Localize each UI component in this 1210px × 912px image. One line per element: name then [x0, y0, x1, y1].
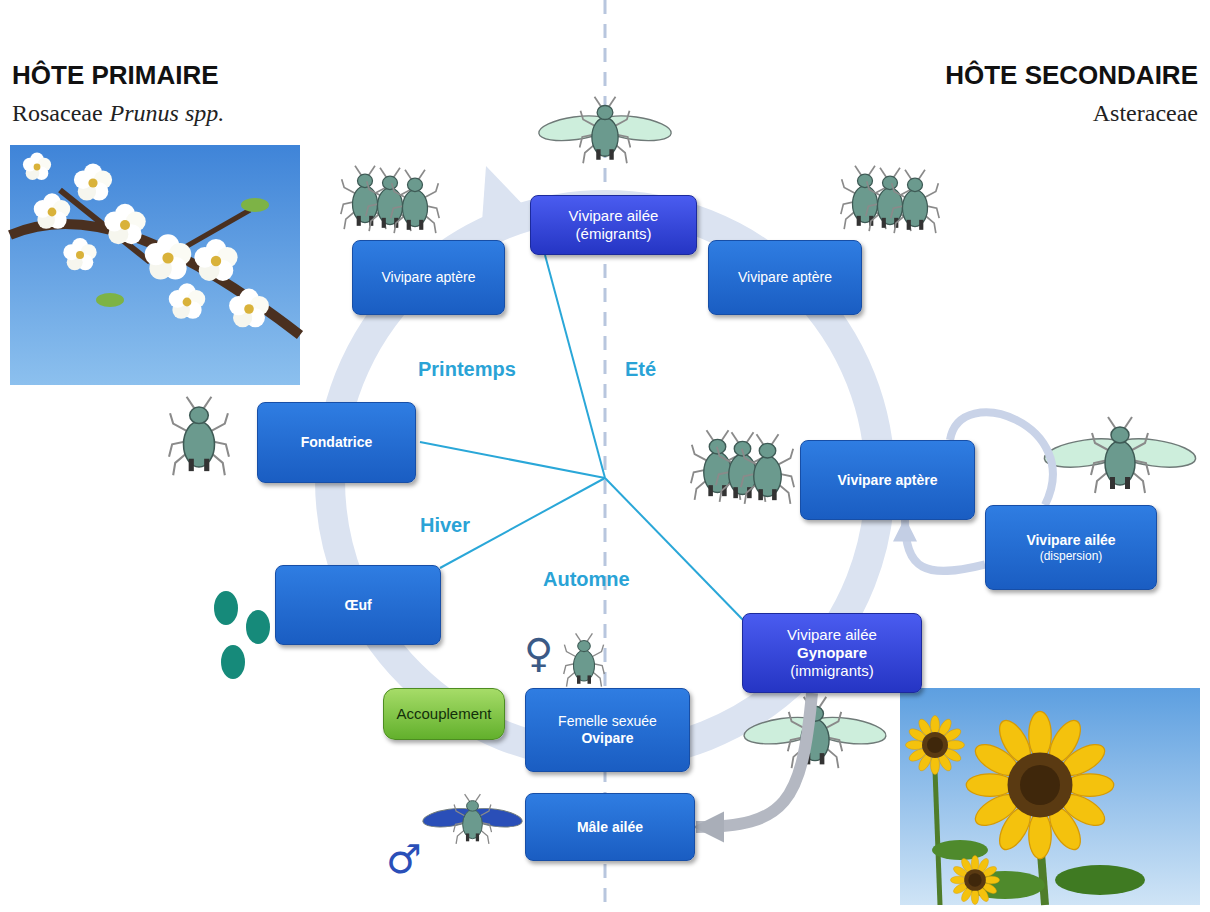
- stage-text: Vivipare aptère: [382, 269, 476, 286]
- stage-box: Mâle ailée: [525, 793, 695, 861]
- stage-box: Vivipare ailée(émigrants): [530, 195, 697, 255]
- sunflower: [966, 711, 1114, 859]
- host-family: Asteraceae: [1093, 100, 1198, 127]
- stage-text: Vivipare aptère: [837, 472, 937, 489]
- blossom-photo: [10, 145, 300, 385]
- season-line: [420, 442, 605, 478]
- stage-box: Vivipare aptère: [352, 240, 505, 315]
- stage-text: (immigrants): [790, 662, 873, 680]
- flower: [63, 238, 96, 270]
- stage-text: Vivipare ailée: [787, 626, 877, 644]
- stage-text: Fondatrice: [301, 434, 373, 451]
- aphid: [891, 170, 939, 233]
- aphid: [169, 397, 229, 476]
- leaf: [1055, 865, 1145, 895]
- female-symbol: ♀: [524, 630, 553, 676]
- host-heading: HÔTE SECONDAIRE: [945, 60, 1198, 91]
- season-label: Eté: [625, 358, 656, 381]
- flower: [104, 204, 146, 244]
- male-aphid: [422, 794, 524, 844]
- stage-box: Femelle sexuéeOvipare: [525, 688, 690, 772]
- stage-box: Vivipare ailéeGynopare(immigrants): [742, 613, 922, 693]
- male-symbol: ♂: [386, 836, 422, 882]
- stage-box: Vivipare aptère: [800, 440, 975, 520]
- photo-sky: [10, 145, 300, 385]
- stage-box: Vivipare aptère: [708, 240, 862, 315]
- stage-text: (dispersion): [1040, 549, 1103, 563]
- stage-text: Vivipare aptère: [738, 269, 832, 286]
- host-genus: Prunus spp.: [110, 100, 225, 127]
- winged-aphid: [537, 97, 672, 164]
- stage-text: Ovipare: [581, 730, 633, 747]
- cycle-arrowhead: [480, 166, 530, 250]
- flower: [74, 163, 112, 200]
- stem: [935, 770, 940, 905]
- season-label: Printemps: [418, 358, 516, 381]
- season-label: Hiver: [420, 514, 470, 537]
- stage-text: (émigrants): [576, 225, 652, 243]
- season-line: [605, 478, 745, 622]
- egg: [246, 610, 270, 644]
- stage-text: Vivipare ailée: [1026, 532, 1115, 549]
- flower: [34, 193, 71, 229]
- host-heading: HÔTE PRIMAIRE: [12, 60, 219, 91]
- aphid: [391, 170, 439, 233]
- flower: [229, 289, 269, 328]
- stage-text: Femelle sexuée: [558, 713, 657, 730]
- aphid: [741, 434, 794, 504]
- aphids: [169, 97, 1197, 844]
- flower: [145, 234, 191, 279]
- egg: [214, 591, 238, 625]
- egg: [221, 645, 245, 679]
- transfer-arrow: [696, 693, 812, 827]
- stage-box: Œuf: [275, 565, 441, 645]
- stage-text: Gynopare: [797, 644, 867, 662]
- stage-box: Vivipare ailée(dispersion): [985, 505, 1157, 590]
- aphid: [564, 633, 605, 686]
- flower: [169, 283, 206, 319]
- branch: [10, 224, 300, 335]
- flower: [23, 153, 51, 180]
- sunflower-photo: [900, 688, 1200, 905]
- flower: [194, 239, 237, 281]
- host-family: Rosaceae: [12, 100, 103, 127]
- leaf: [241, 198, 269, 212]
- leaf: [96, 293, 124, 307]
- leaf: [932, 840, 988, 860]
- stage-text: Œuf: [344, 597, 371, 614]
- stage-text: Accouplement: [396, 705, 491, 723]
- sunflower: [906, 716, 965, 775]
- mating-box: Accouplement: [383, 688, 505, 740]
- stage-text: Vivipare ailée: [569, 207, 659, 225]
- winged-aphid: [1043, 417, 1198, 493]
- photo-sky: [900, 688, 1200, 905]
- loop-arrow: [905, 520, 985, 571]
- eggs: [214, 591, 270, 679]
- season-label: Automne: [543, 568, 630, 591]
- stage-text: Mâle ailée: [577, 819, 643, 836]
- season-line: [545, 255, 605, 478]
- sunflower: [950, 855, 999, 904]
- stage-box: Fondatrice: [257, 402, 416, 483]
